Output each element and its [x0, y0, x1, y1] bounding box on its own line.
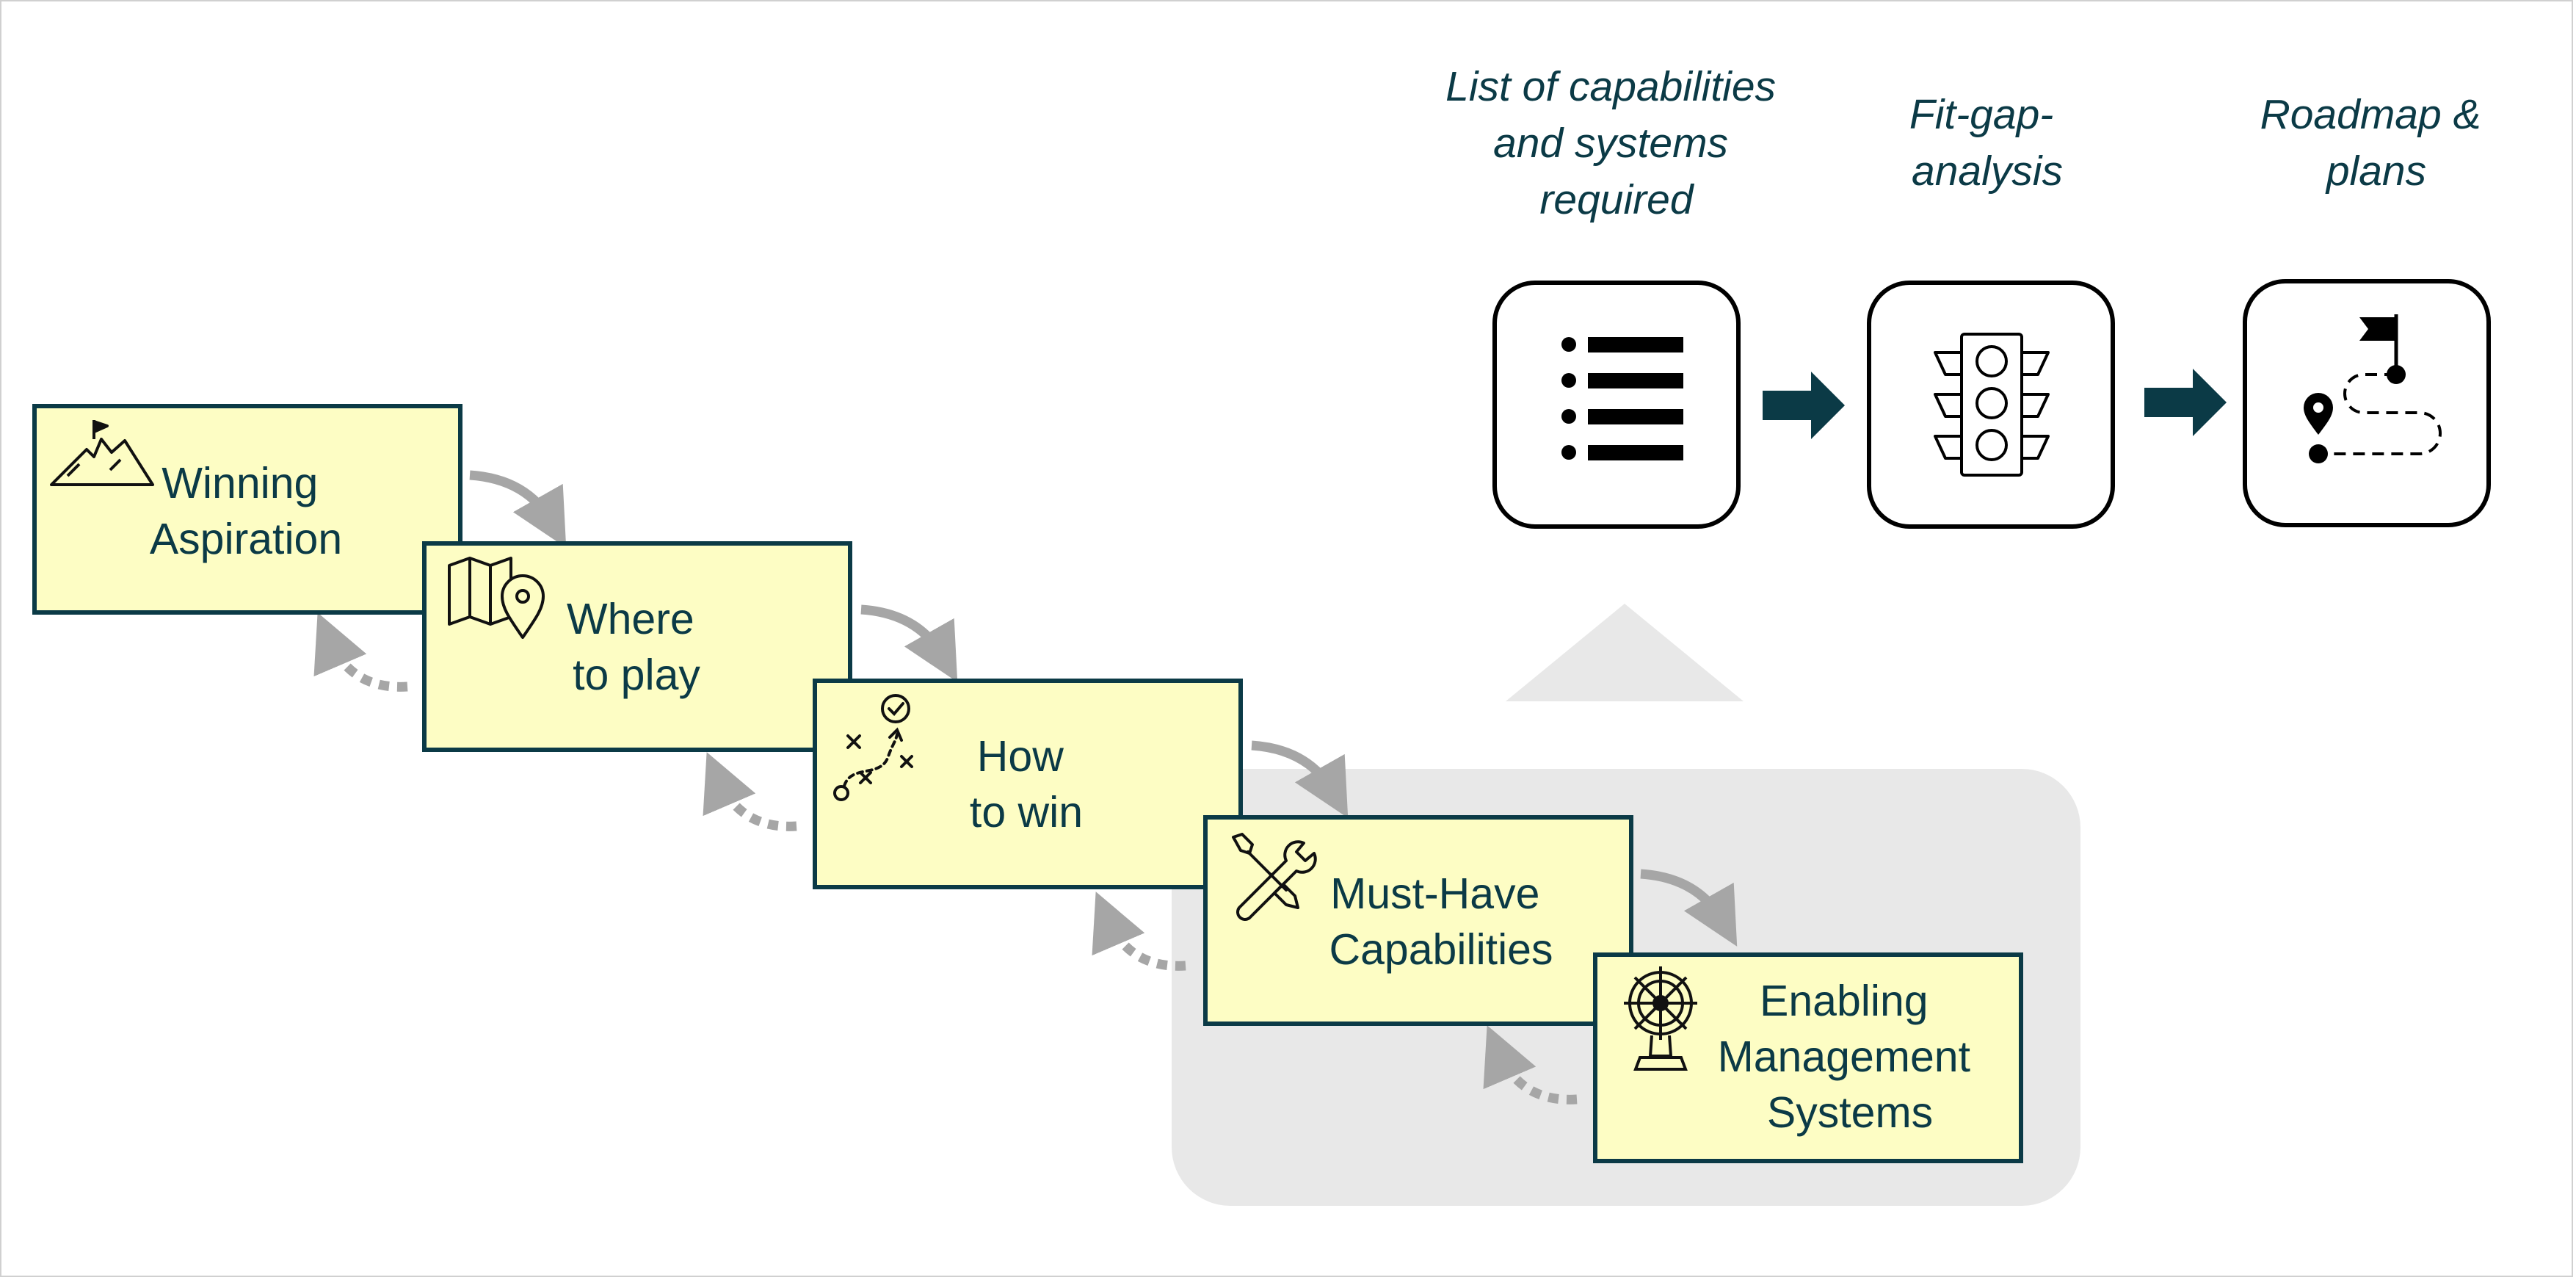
ship-wheel-icon — [1624, 966, 1697, 1071]
heading-line: Fit-gap- — [1909, 91, 2053, 138]
step-box — [422, 541, 852, 752]
process-roadmap — [2243, 279, 2491, 527]
process-box — [1867, 281, 2115, 529]
step-label-line: to win — [970, 788, 1083, 836]
step-label-line: Enabling — [1760, 977, 1929, 1025]
step-label-line: Where — [567, 595, 694, 643]
step-how-to-win: How to win — [813, 679, 1243, 889]
route-flag-icon — [2304, 314, 2442, 463]
list-icon — [1561, 337, 1683, 460]
forward-arrow-4 — [1640, 869, 1738, 947]
heading-line: and systems — [1493, 120, 1728, 167]
step-winning-aspiration: Winning Aspiration — [32, 404, 462, 615]
heading-capabilities-list: List of capabilities and systems require… — [1445, 63, 1788, 223]
step-label-line: Must-Have — [1330, 869, 1539, 918]
step-label-line: Capabilities — [1329, 925, 1553, 974]
strategy-play-icon — [833, 694, 913, 801]
mountain-flag-icon — [50, 420, 154, 486]
traffic-light-icon — [1934, 333, 2050, 477]
heading-roadmap: Roadmap & plans — [2260, 91, 2493, 195]
forward-arrow-3 — [1251, 740, 1349, 818]
step-box — [813, 679, 1243, 889]
step-label-line: Management — [1718, 1033, 1970, 1081]
process-arrow-2 — [2144, 369, 2227, 436]
heading-line: plans — [2325, 148, 2426, 195]
heading-line: List of capabilities — [1445, 63, 1776, 110]
svg-text:Enabling Management: Enabling Management Systems — [1718, 977, 1983, 1137]
forward-arrow-2 — [860, 604, 958, 682]
heading-line: Roadmap & — [2260, 91, 2481, 138]
pointer-triangle — [1506, 604, 1744, 701]
step-label-line: How — [977, 732, 1064, 781]
step-enabling-management-systems: Enabling Management Systems — [1593, 952, 2023, 1163]
forward-arrow-1 — [469, 470, 567, 548]
svg-text:Winning Aspiration: Winning Aspiration — [150, 459, 342, 563]
step-must-have-capabilities: Must-Have Capabilities — [1203, 815, 1633, 1026]
forward-arrows — [469, 470, 1738, 947]
feedback-arrow-2 — [703, 752, 797, 831]
step-box — [32, 404, 462, 615]
process-capabilities-list — [1492, 281, 1741, 529]
wrench-screwdriver-icon — [1232, 833, 1317, 921]
step-where-to-play: Where to play — [422, 541, 852, 752]
svg-text:How to win: How to win — [970, 732, 1083, 836]
feedback-arrow-1 — [313, 612, 408, 692]
svg-text:Where to play: Where to play — [567, 595, 706, 699]
process-fit-gap — [1867, 281, 2115, 529]
process-box — [1492, 281, 1741, 529]
process-arrow-1 — [1763, 372, 1845, 439]
map-pin-icon — [448, 557, 545, 639]
heading-fit-gap: Fit-gap- analysis — [1909, 91, 2065, 195]
step-label-line: Winning — [162, 459, 318, 507]
process-box — [2243, 279, 2491, 527]
svg-text:Must-Have Capabilities: Must-Have Capabilities — [1329, 869, 1553, 974]
heading-line: analysis — [1912, 148, 2063, 195]
step-label-line: Aspiration — [150, 515, 342, 563]
step-label-line: Systems — [1767, 1088, 1933, 1137]
heading-line: required — [1539, 176, 1694, 223]
step-label-line: to play — [573, 651, 700, 699]
step-box — [1203, 815, 1633, 1026]
